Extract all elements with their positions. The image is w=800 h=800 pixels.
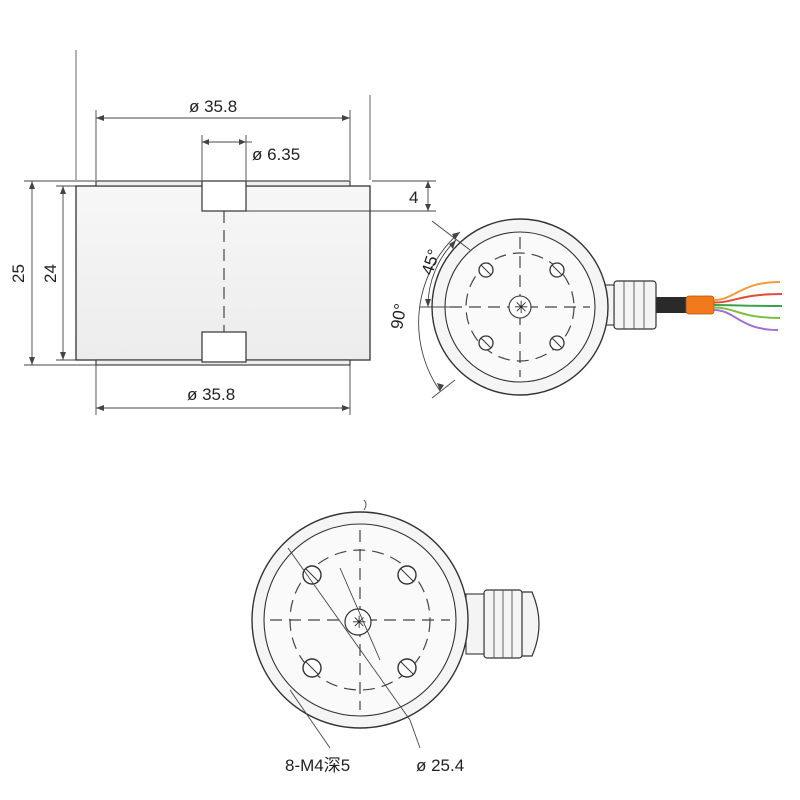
bottom-view-bolt-hole bbox=[302, 565, 322, 585]
center-star-icon: ✳ bbox=[352, 613, 366, 632]
dim-center-hole-diameter: ø 6.35 bbox=[252, 145, 300, 164]
bottom-view-bolt-hole bbox=[397, 565, 417, 585]
dim-total-height: 25 bbox=[9, 264, 28, 283]
top-view: ✳ 45° 90° bbox=[387, 218, 783, 399]
wire bbox=[713, 293, 783, 304]
cable-gland-top-view bbox=[613, 280, 657, 330]
center-star-icon: ✳ bbox=[514, 298, 528, 317]
top-view-bolt-hole bbox=[478, 262, 494, 278]
side-view-top-recess bbox=[201, 180, 247, 212]
cable-gland-end-cap bbox=[519, 591, 540, 657]
cable-wires bbox=[713, 281, 783, 331]
wire bbox=[713, 304, 783, 307]
top-view-bolt-hole bbox=[549, 335, 565, 351]
dim-body-height: 24 bbox=[41, 264, 60, 283]
wire bbox=[713, 306, 781, 319]
cable-jacket-orange bbox=[685, 295, 715, 315]
top-view-bolt-hole bbox=[478, 335, 494, 351]
angle-90-label: 90° bbox=[387, 302, 410, 331]
thread-callout-label: 8-M4深5 bbox=[285, 756, 350, 775]
wire bbox=[713, 281, 781, 301]
side-view-body bbox=[75, 185, 371, 361]
wire bbox=[713, 309, 779, 331]
bottom-view-bolt-hole bbox=[397, 658, 417, 678]
bottom-view: ✳ 8-M4深5 ø 25.4 bbox=[251, 499, 540, 775]
side-view: ø 35.8 ø 6.35 4 25 24 bbox=[9, 50, 436, 415]
side-view-bottom-recess bbox=[201, 331, 247, 363]
bottom-view-bolt-hole bbox=[302, 658, 322, 678]
bolt-circle-diameter-label: ø 25.4 bbox=[416, 756, 464, 775]
cable-gland-bottom-base bbox=[465, 593, 485, 655]
dim-outer-diameter-top: ø 35.8 bbox=[189, 97, 237, 116]
cable-jacket-dark bbox=[654, 297, 688, 313]
dim-recess-depth: 4 bbox=[409, 188, 418, 207]
dim-outer-diameter-bottom: ø 35.8 bbox=[187, 385, 235, 404]
top-view-center-hole bbox=[508, 295, 532, 319]
top-view-bolt-hole bbox=[549, 262, 565, 278]
